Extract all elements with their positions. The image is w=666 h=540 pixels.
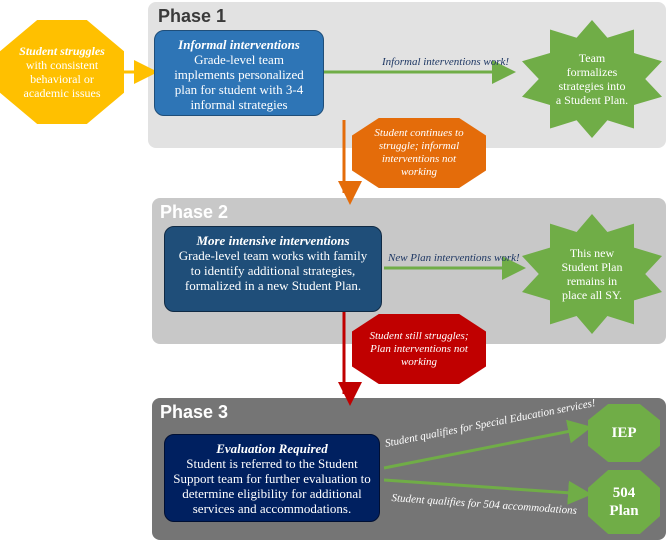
phase1-edge-label: Informal interventions work!: [382, 56, 510, 68]
start-octagon: Student struggles with consistent behavi…: [0, 20, 124, 124]
phase1-fail-text: Student continues to struggle; informal …: [374, 127, 464, 178]
phase2-box-head: More intensive interventions: [196, 233, 350, 248]
phase2-intervention-box: More intensive interventions Grade-level…: [164, 226, 382, 312]
phase2-fail-text: Student still struggles; Plan interventi…: [369, 329, 469, 368]
iep-text: IEP: [611, 424, 637, 441]
phase3-box-head: Evaluation Required: [216, 441, 328, 456]
plan-504-text: 504 Plan: [609, 485, 639, 519]
phase2-edge-label: New Plan interventions work!: [388, 252, 520, 264]
phase1-box-body: Grade-level team implements personalized…: [174, 52, 304, 112]
phase3-title: Phase 3: [160, 402, 229, 422]
phase1-box-head: Informal interventions: [178, 37, 300, 52]
start-body: with consistent behavioral or academic i…: [23, 58, 101, 100]
phase2-title: Phase 2: [160, 202, 229, 222]
iep-octagon: IEP: [588, 404, 660, 462]
phase2-fail-octagon: Student still struggles; Plan interventi…: [352, 314, 486, 384]
phase2-box-body: Grade-level team works with family to id…: [178, 248, 368, 293]
phase1-title: Phase 1: [158, 6, 227, 26]
start-title: Student struggles: [19, 44, 105, 58]
phase1-fail-octagon: Student continues to struggle; informal …: [352, 118, 486, 188]
arrow-phase3-iep: [383, 419, 592, 470]
phase3-box-body: Student is referred to the Student Suppo…: [173, 456, 371, 516]
phase1-intervention-box: Informal interventions Grade-level team …: [154, 30, 324, 116]
phase2-outcome-text: This new Student Plan remains in place a…: [561, 246, 623, 302]
plan-504-octagon: 504 Plan: [588, 470, 660, 534]
phase3-evaluation-box: Evaluation Required Student is referred …: [164, 434, 380, 522]
arrow-phase3-504: [383, 478, 592, 505]
phase1-outcome-text: Team formalizes strategies into a Studen…: [555, 51, 629, 107]
